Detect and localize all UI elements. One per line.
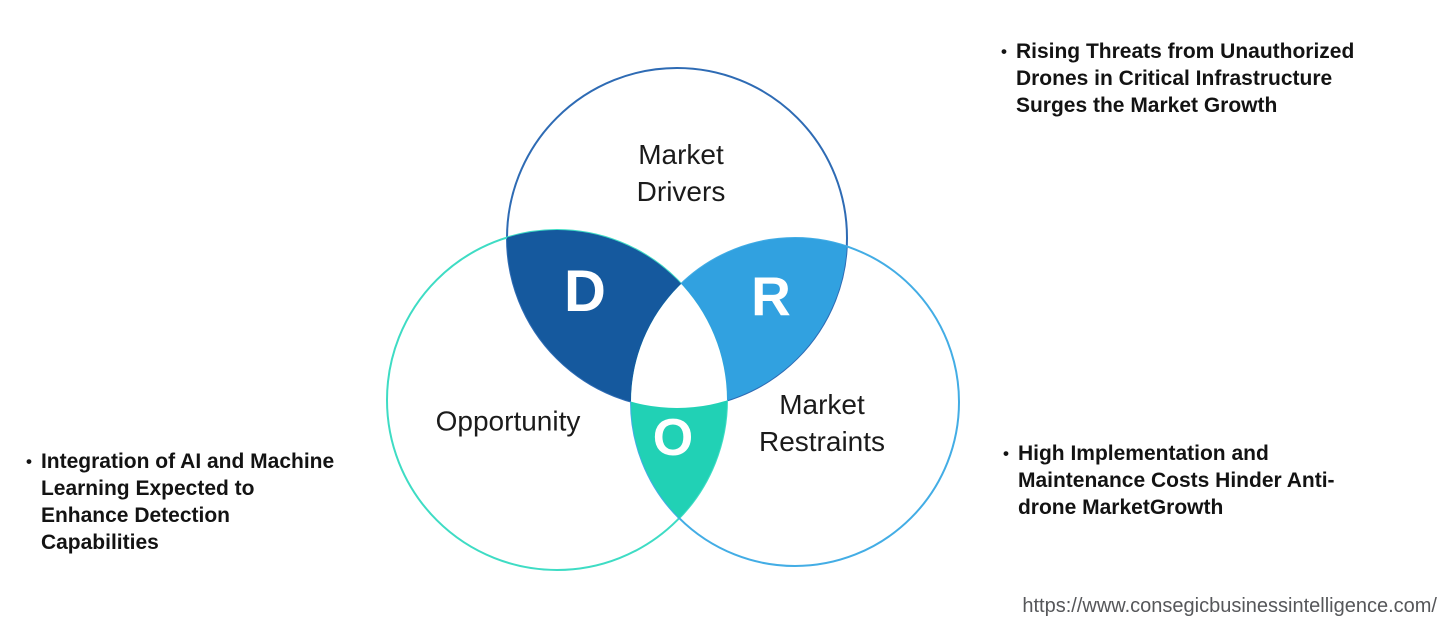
drivers-note-text: Rising Threats from Unauthorized Drones … (1015, 40, 1355, 117)
o-region-letter: O (652, 409, 694, 467)
market-restraints-label: Market Restraints (758, 389, 886, 457)
drivers-note: • Rising Threats from Unauthorized Drone… (1001, 38, 1401, 119)
restraints-note: • High Implementation and Maintenance Co… (1003, 440, 1403, 521)
opportunity-note: • Integration of AI and Machine Learning… (26, 448, 396, 556)
opportunity-label: Opportunity (435, 405, 581, 437)
bullet-dot: • (1001, 42, 1007, 61)
r-region-letter: R (751, 265, 791, 328)
d-region-letter: D (564, 259, 606, 324)
bullet-dot: • (1003, 444, 1009, 463)
source-url-text: https://www.consegicbusinessintelligence… (1022, 595, 1437, 617)
opportunity-note-text: Integration of AI and Machine Learning E… (40, 450, 335, 554)
market-drivers-label: Market Drivers (636, 139, 726, 207)
restraints-note-text: High Implementation and Maintenance Cost… (1017, 442, 1335, 519)
bullet-dot: • (26, 452, 32, 471)
